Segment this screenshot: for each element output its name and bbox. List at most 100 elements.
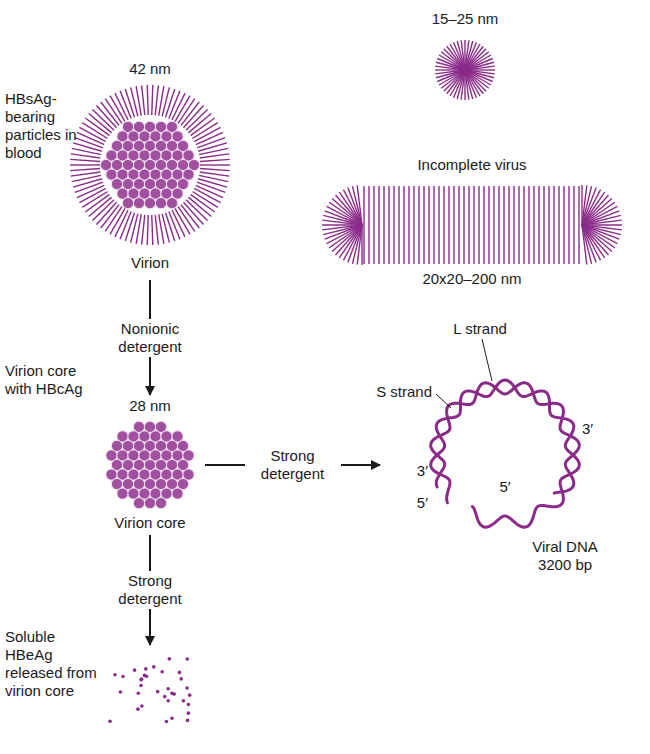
antigen-dot: [166, 687, 170, 691]
spike: [352, 186, 362, 225]
filament-stroke: [433, 186, 434, 264]
filament-stroke: [513, 186, 514, 264]
filament-stroke: [383, 186, 384, 264]
particle-label: 28 nm: [110, 397, 190, 415]
row-label: Virion core with HBcAg: [5, 362, 93, 398]
capsid-subunit: [117, 488, 128, 499]
particle-label: Virion: [105, 254, 195, 272]
antigen-dot: [119, 690, 123, 694]
spike: [142, 215, 145, 245]
particle-label: Viral DNA 3200 bp: [519, 538, 611, 574]
filament-stroke: [463, 186, 464, 264]
spike: [582, 225, 587, 265]
spike: [457, 41, 465, 70]
spherical-particle-node: 15–25 nm: [420, 8, 510, 108]
capsid-subunit: [172, 488, 183, 499]
spherical-particle: [435, 40, 495, 100]
antigen-dot: [178, 671, 182, 675]
spike: [131, 214, 138, 243]
virion-particle: 42 nmVirion: [60, 58, 240, 280]
spike: [70, 164, 100, 165]
spike: [200, 164, 230, 165]
filament-stroke: [443, 186, 444, 264]
spike: [73, 143, 102, 151]
antigen-dot: [188, 693, 192, 697]
spike: [125, 89, 134, 118]
filament-stroke: [368, 186, 369, 264]
spike: [165, 213, 174, 242]
spike: [75, 182, 103, 192]
filament-stroke: [503, 186, 504, 264]
soluble-hbeag: Soluble HBeAg released from virion core: [105, 645, 200, 735]
spike: [169, 211, 180, 239]
filament-stroke: [568, 186, 569, 264]
antigen-dot: [160, 670, 164, 674]
filament-stroke: [553, 186, 554, 264]
spike: [582, 225, 592, 264]
antigen-dot: [187, 703, 191, 707]
particle-label: S strand: [356, 383, 432, 401]
filament-stroke: [523, 186, 524, 264]
particle-label: L strand: [442, 320, 518, 338]
filament-stroke: [538, 186, 539, 264]
spike: [199, 148, 228, 154]
filament-stroke: [558, 186, 559, 264]
spike: [71, 154, 101, 158]
spike: [200, 154, 230, 158]
filament-stroke: [508, 186, 509, 264]
capsid-subunit: [144, 498, 155, 509]
capsid-subunit: [155, 198, 166, 209]
antigen-dot: [143, 674, 147, 678]
spike: [461, 40, 465, 70]
antigen-dot: [185, 657, 189, 661]
spike: [147, 85, 148, 115]
filament-stroke: [483, 186, 484, 264]
spike: [357, 185, 362, 225]
antigen-dot: [144, 667, 148, 671]
filament-stroke: [488, 186, 489, 264]
filament-stroke: [468, 186, 469, 264]
filament-stroke: [418, 186, 419, 264]
filament-stroke: [578, 186, 579, 264]
leader-line: [436, 394, 451, 408]
antigen-dot: [113, 673, 117, 677]
filament-stroke: [458, 186, 459, 264]
antigen-dot: [172, 692, 176, 696]
filament-body: [364, 186, 579, 264]
spike: [465, 70, 473, 99]
filament-end: [582, 185, 622, 265]
filament-stroke: [493, 186, 494, 264]
filament-stroke: [398, 186, 399, 264]
spike: [152, 215, 153, 245]
viral-dna: L strandS strand3′3′5′5′Viral DNA 3200 b…: [380, 318, 625, 590]
core-capsid: [106, 421, 194, 508]
particle-label: Virion core: [96, 514, 204, 532]
spike: [152, 85, 153, 115]
spike: [465, 70, 469, 100]
spike: [162, 87, 169, 116]
antigen-dot: [140, 704, 144, 708]
filament-stroke: [438, 186, 439, 264]
antigen-dot: [168, 657, 172, 661]
spike: [436, 70, 465, 78]
filament-stroke: [518, 186, 519, 264]
antigen-dot: [185, 686, 189, 690]
treatment-label: Strong detergent: [245, 446, 341, 484]
filament-particle: Incomplete virus20x20–200 nm: [318, 152, 628, 292]
filament-stroke: [403, 186, 404, 264]
filament-stroke: [543, 186, 544, 264]
capsid-subunit: [166, 198, 177, 209]
antigen-dot: [166, 699, 170, 703]
spike: [70, 168, 100, 170]
antigen-dot: [186, 719, 190, 723]
dna-long-strand: [431, 380, 580, 527]
filament-stroke: [533, 186, 534, 264]
spike: [155, 85, 158, 115]
spike: [198, 179, 227, 187]
spike: [465, 66, 495, 70]
spike: [197, 138, 225, 148]
antigen-dot: [139, 684, 143, 688]
spike: [136, 86, 141, 116]
filament-stroke: [373, 186, 374, 264]
filament-stroke: [408, 186, 409, 264]
